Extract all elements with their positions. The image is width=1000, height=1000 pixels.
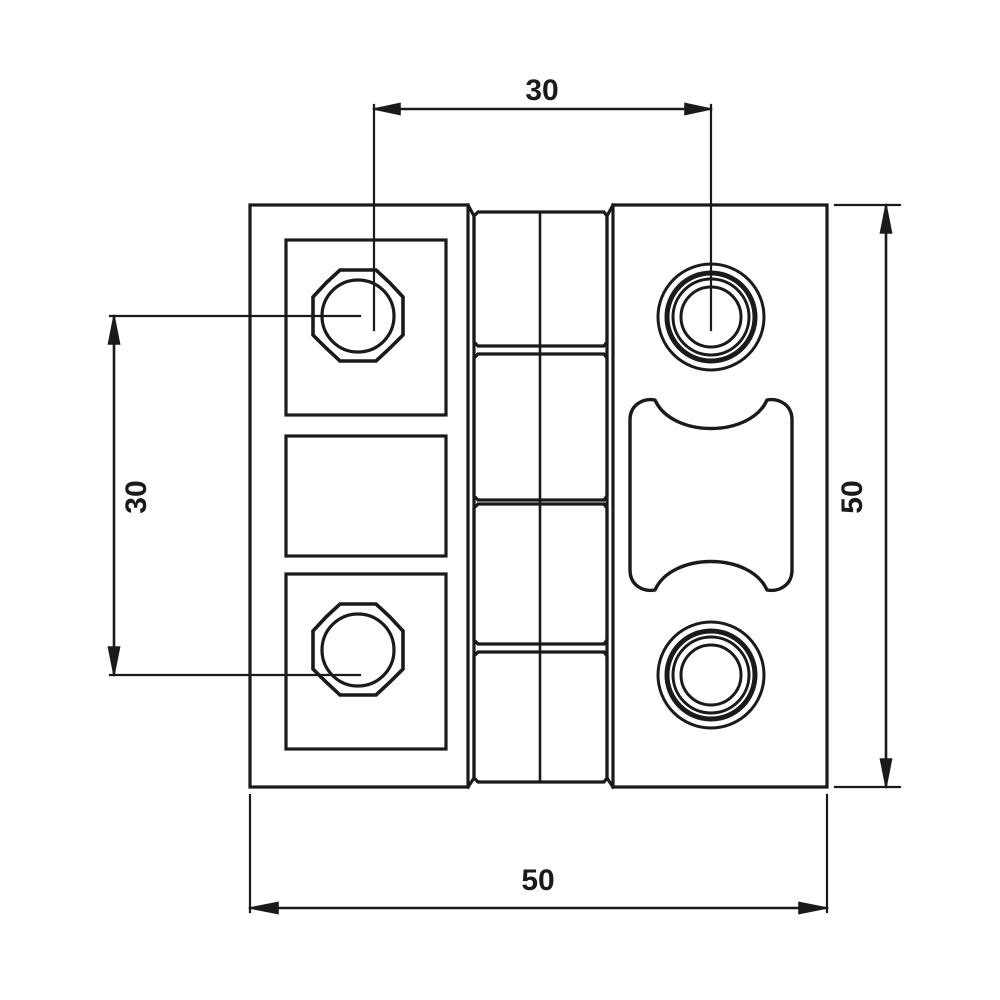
dim-label-left: 30 (120, 480, 153, 513)
dim-label-right: 50 (836, 480, 869, 513)
dim-bottom-arrow-left (249, 901, 279, 915)
dim-label-top: 30 (525, 74, 558, 107)
center-knuckle (465, 202, 616, 790)
left-lower-socket-outer (311, 602, 405, 697)
left-middle-recess (284, 434, 448, 558)
dim-top-arrow-left (373, 102, 401, 116)
dim-left-arrow-bottom (107, 646, 121, 676)
dim-right-arrow-top (879, 204, 893, 234)
right-lower-countersunk-hole (656, 620, 766, 730)
dimension-left (107, 314, 362, 677)
knuckle-left-edge (465, 202, 476, 790)
dimension-top (372, 102, 713, 332)
dim-right-arrow-bottom (879, 758, 893, 788)
dimension-bottom (248, 793, 829, 915)
right-leaf-features (628, 262, 794, 730)
left-upper-socket-outer (311, 268, 405, 363)
left-lower-socket-inner (320, 612, 396, 688)
dim-left-arrow-top (107, 315, 121, 345)
dimension-right (833, 203, 902, 789)
dim-label-bottom: 50 (521, 864, 554, 897)
dim-top-arrow-right (684, 102, 712, 116)
knuckle-right-edge (605, 202, 616, 790)
right-cushion-cutout (628, 397, 794, 593)
dim-bottom-arrow-right (798, 901, 828, 915)
left-lower-boss (284, 572, 448, 751)
left-upper-boss (284, 238, 448, 417)
